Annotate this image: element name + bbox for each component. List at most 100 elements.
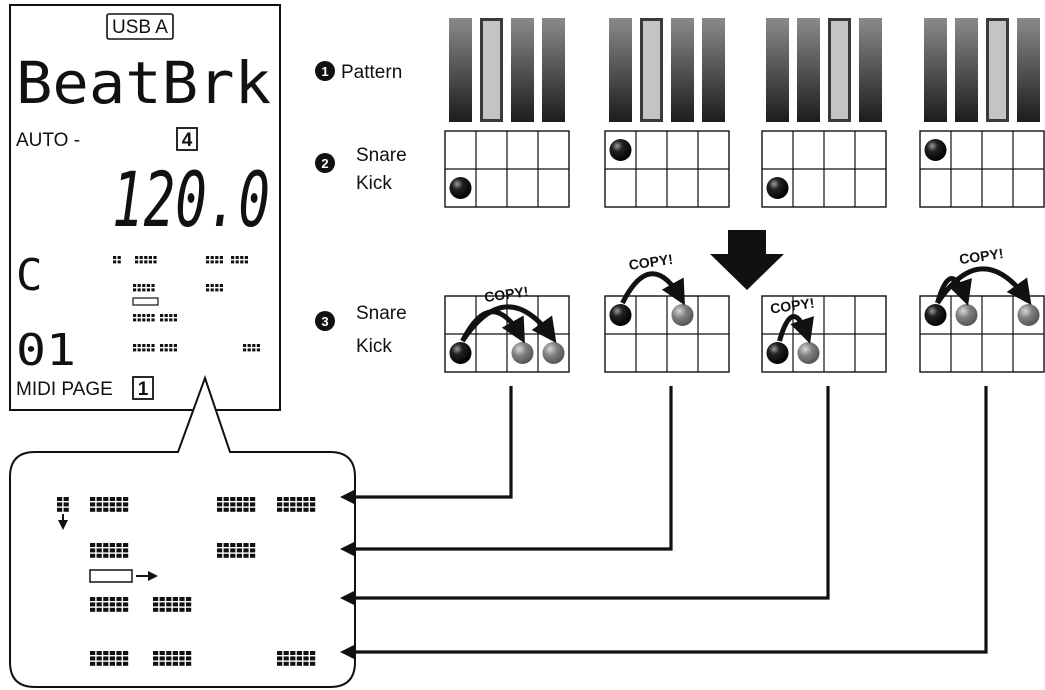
zoom-segment-dot <box>186 656 192 661</box>
zoom-segment-dot <box>277 497 283 501</box>
zoom-segment-dot <box>153 602 159 607</box>
zoom-segment-dot <box>186 661 192 666</box>
connector-line <box>352 386 830 600</box>
lcd-segment-dot <box>137 318 141 322</box>
zoom-segment-dot <box>296 507 302 512</box>
step2-grid <box>604 130 730 208</box>
zoom-box-outline <box>89 569 133 583</box>
zoom-segment-dot <box>103 497 109 501</box>
zoom-segment-dot <box>116 602 122 607</box>
zoom-segment-dot <box>63 507 69 512</box>
step3-grid: COPY! <box>761 295 887 373</box>
lcd-segment-dots <box>113 256 260 352</box>
lcd-segment-dot <box>151 348 155 352</box>
source-badge: USB A <box>112 17 168 38</box>
beat-box: 4 <box>182 130 193 151</box>
source-hit <box>766 342 789 364</box>
lcd-segment <box>133 284 155 292</box>
lcd-segment-dot <box>135 256 139 259</box>
pattern-column-4: COPY! <box>919 18 1045 373</box>
zoom-segment-dot <box>159 597 165 601</box>
lcd-segment-dot <box>144 260 148 264</box>
zoom-segment-dot <box>153 597 159 601</box>
pattern-bar <box>671 18 694 122</box>
lcd-segment-dot <box>240 256 244 259</box>
callout-bubble <box>9 374 356 688</box>
lcd-segment-dot <box>153 260 157 264</box>
connector-arrowhead-icon <box>340 489 356 505</box>
zoom-segment-dot <box>290 661 296 666</box>
zoom-segment-dot <box>123 656 129 661</box>
pattern-column-3: COPY! <box>761 18 887 373</box>
zoom-segment-dot <box>116 651 122 655</box>
connector-arrowhead-icon <box>340 644 356 660</box>
lcd-segment <box>133 314 155 322</box>
zoom-segment-dot <box>179 602 185 607</box>
source-hit <box>924 304 947 326</box>
zoom-segment-dot <box>90 502 96 507</box>
connector-arrowhead-icon <box>340 541 356 557</box>
zoom-segment-dot <box>230 502 236 507</box>
lcd-segment <box>206 284 223 292</box>
zoom-segment-dot <box>296 502 302 507</box>
lcd-segment-dot <box>151 288 155 292</box>
zoom-segment-dot <box>250 507 256 512</box>
zoom-segment-dot <box>103 651 109 655</box>
step2-marker-icon <box>315 153 335 173</box>
zoom-segment-dot <box>243 543 249 547</box>
zoom-segment-dot <box>159 602 165 607</box>
zoom-segment-dot <box>116 597 122 601</box>
zoom-segment-dot <box>116 607 122 612</box>
zoom-segment-dot <box>172 602 178 607</box>
zoom-segment-dot <box>223 553 229 558</box>
zoom-segment-dot <box>290 497 296 501</box>
zoom-segment-dot <box>123 548 129 553</box>
key-readout: C <box>16 250 43 301</box>
pattern-column-1: COPY! <box>444 18 570 373</box>
step2-number: 2 <box>321 156 328 171</box>
connector-line <box>352 386 673 551</box>
lcd-segment-dot <box>133 318 137 322</box>
lcd-segment-dot <box>144 256 148 259</box>
zoom-segment-dot <box>223 548 229 553</box>
lcd-segment-dot <box>113 256 117 259</box>
zoom-segment-dot <box>57 497 63 501</box>
zoom-segment-dot <box>250 553 256 558</box>
zoom-segment-dot <box>277 656 283 661</box>
zoom-segment-dot <box>63 502 69 507</box>
zoom-segment-dot <box>303 651 309 655</box>
zoom-segment-dot <box>186 602 192 607</box>
lcd-segment-dot <box>210 256 214 259</box>
zoom-segment-dot <box>243 553 249 558</box>
zoom-segment-dot <box>116 543 122 547</box>
zoom-segment-dot <box>310 502 316 507</box>
lcd-segment-dot <box>169 314 173 317</box>
lcd-segment-dot <box>160 348 164 352</box>
lcd-segment-dot <box>252 344 256 347</box>
zoom-segment-dot <box>90 553 96 558</box>
zoom-segment <box>277 497 316 512</box>
copy-label: COPY! <box>958 245 1004 267</box>
kick-hit <box>449 177 472 199</box>
zoom-segment-dot <box>179 661 185 666</box>
zoom-segment-dot <box>103 607 109 612</box>
zoom-segment-dot <box>236 507 242 512</box>
zoom-segment-dot <box>123 651 129 655</box>
lcd-segment-dot <box>160 318 164 322</box>
zoom-segment-dot <box>172 607 178 612</box>
zoom-segment-dot <box>116 507 122 512</box>
zoom-segment-dot <box>103 553 109 558</box>
zoom-segment-dot <box>123 661 129 666</box>
zoom-segment-dot <box>116 548 122 553</box>
zoom-segment-dot <box>166 607 172 612</box>
lcd-segment <box>135 256 157 264</box>
zoom-segment-dot <box>103 507 109 512</box>
zoom-segment-dot <box>217 553 223 558</box>
bpm-readout: 120.0 <box>112 155 270 244</box>
pattern-bar <box>766 18 789 122</box>
step2-grid <box>919 130 1045 208</box>
copy-arrow-icon <box>620 271 685 306</box>
copied-hit <box>797 342 820 364</box>
zoom-segment-dot <box>310 507 316 512</box>
zoom-segment-dot <box>123 497 129 501</box>
